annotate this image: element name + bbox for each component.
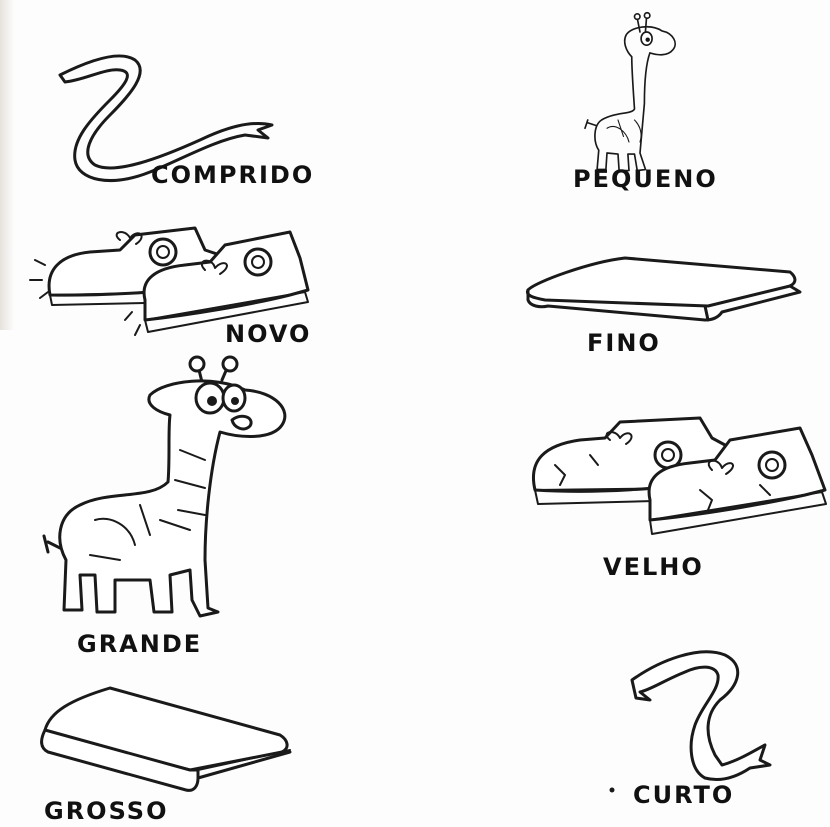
word-comprido: COMPRIDO	[151, 161, 315, 189]
big-giraffe-icon	[42, 355, 287, 618]
page-edge-shadow	[0, 0, 14, 330]
long-snake-icon	[58, 54, 274, 182]
small-giraffe-icon	[584, 11, 676, 172]
thin-book-icon	[526, 256, 802, 322]
old-shoes-icon	[532, 416, 827, 535]
word-grande: GRANDE	[77, 630, 203, 658]
word-novo: NOVO	[225, 320, 312, 348]
short-snake-icon	[630, 650, 772, 782]
word-fino: FINO	[587, 329, 661, 357]
word-grosso: GROSSO	[44, 797, 169, 825]
word-pequeno: PEQUENO	[573, 165, 718, 193]
thick-book-icon	[40, 686, 292, 792]
stray-ink-dot	[609, 787, 615, 793]
new-shoes-icon	[29, 226, 310, 336]
word-curto: CURTO	[633, 781, 735, 809]
word-velho: VELHO	[603, 553, 704, 581]
